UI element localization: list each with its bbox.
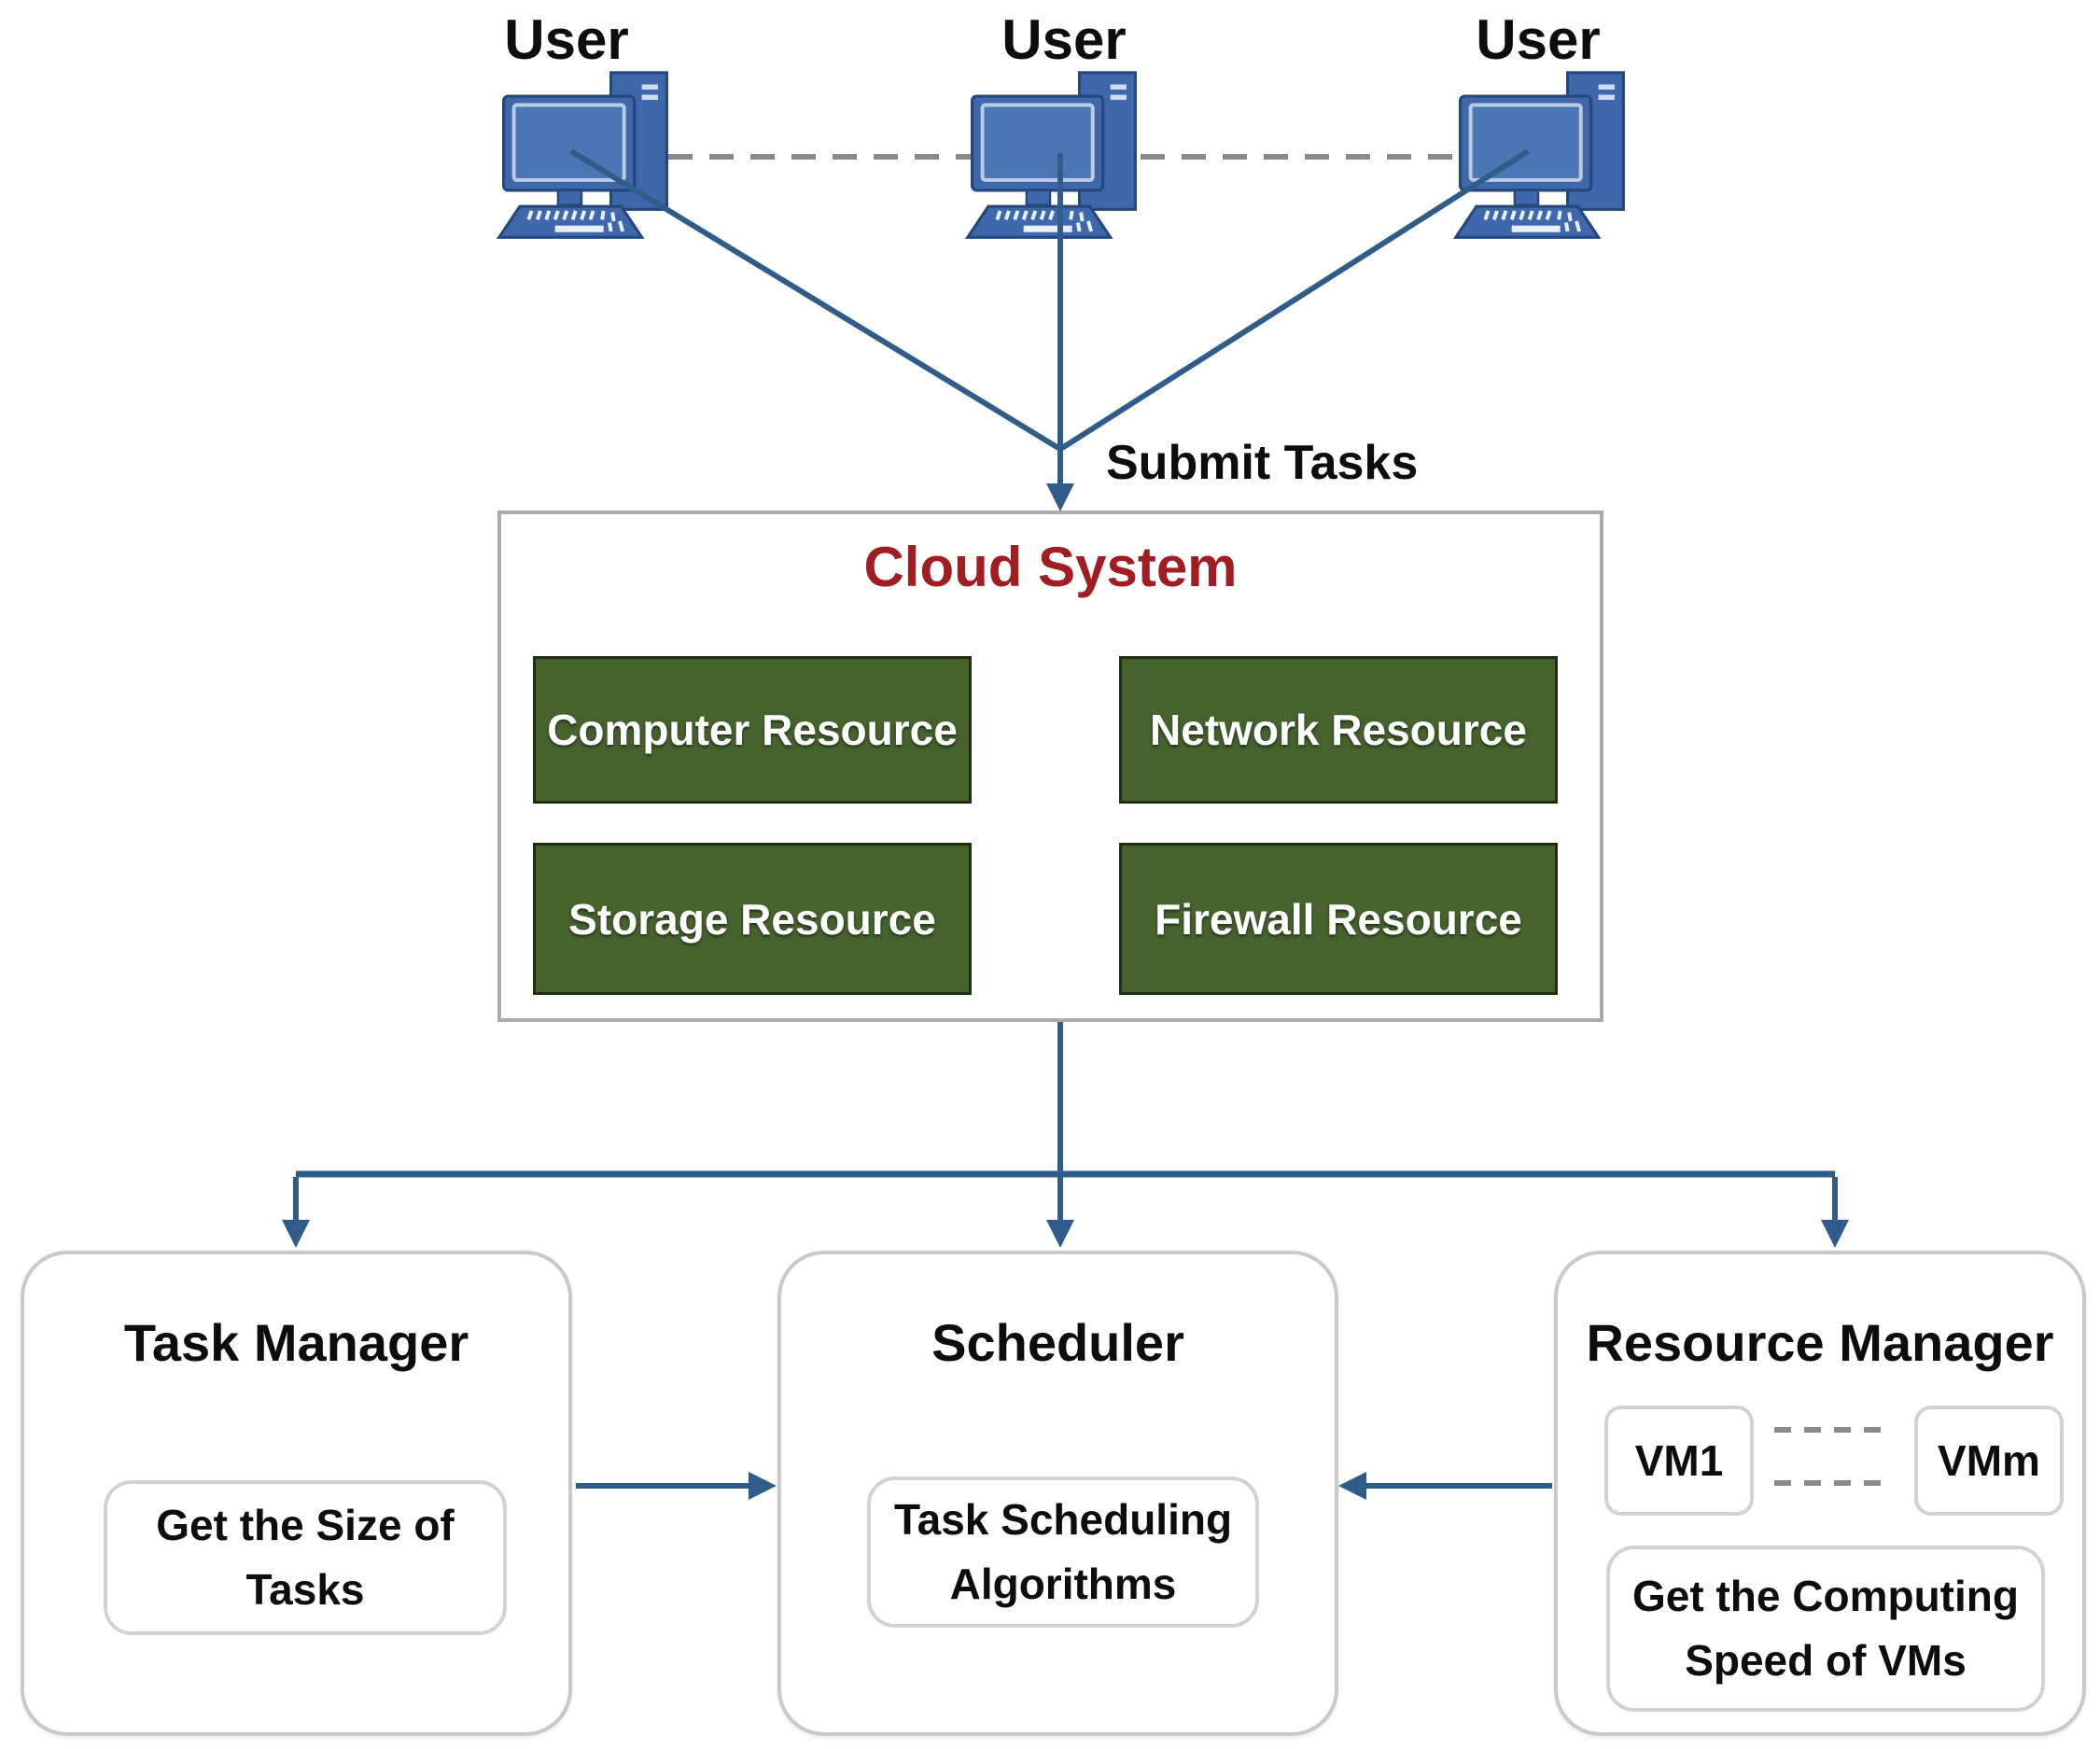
firewall-resource-box: Firewall Resource bbox=[1119, 843, 1558, 995]
scheduler-box: Scheduler Task Scheduling Algorithms bbox=[777, 1251, 1338, 1736]
network-resource-box: Network Resource bbox=[1119, 656, 1558, 804]
computer-icon-2 bbox=[963, 65, 1155, 242]
submit-tasks-label: Submit Tasks bbox=[1106, 436, 1419, 490]
scheduler-title: Scheduler bbox=[931, 1313, 1184, 1372]
scheduling-line-2: Algorithms bbox=[949, 1560, 1177, 1608]
task-scheduling-algorithms-box: Task Scheduling Algorithms bbox=[867, 1476, 1259, 1628]
vm-ellipsis-dashes-top bbox=[1774, 1427, 1894, 1433]
vmm-box: VMm bbox=[1914, 1406, 2064, 1516]
computer-resource-box: Computer Resource bbox=[533, 656, 972, 804]
cloud-system-box: Cloud System Computer Resource Network R… bbox=[497, 511, 1603, 1022]
get-size-line-1: Get the Size of bbox=[156, 1501, 455, 1549]
scheduling-line-1: Task Scheduling bbox=[893, 1495, 1233, 1544]
vm1-box: VM1 bbox=[1604, 1406, 1754, 1516]
storage-resource-box: Storage Resource bbox=[533, 843, 972, 995]
resource-manager-box: Resource Manager VM1 VMm Get the Computi… bbox=[1554, 1251, 2086, 1736]
user-label-2: User bbox=[1001, 8, 1127, 71]
vm-ellipsis-dashes-bottom bbox=[1774, 1480, 1894, 1486]
get-computing-speed-box: Get the Computing Speed of VMs bbox=[1606, 1546, 2045, 1712]
user-label-3: User bbox=[1476, 8, 1601, 71]
user-label-1: User bbox=[504, 8, 629, 71]
resource-manager-title: Resource Manager bbox=[1586, 1313, 2054, 1372]
cloud-system-title: Cloud System bbox=[863, 536, 1238, 598]
get-size-of-tasks-box: Get the Size of Tasks bbox=[104, 1480, 507, 1635]
task-manager-title: Task Manager bbox=[123, 1313, 469, 1372]
computer-icon-1 bbox=[495, 65, 686, 242]
computer-icon-3 bbox=[1451, 65, 1643, 242]
get-size-line-2: Tasks bbox=[245, 1565, 365, 1614]
task-manager-box: Task Manager Get the Size of Tasks bbox=[21, 1251, 572, 1736]
computing-speed-line-1: Get the Computing bbox=[1632, 1572, 2019, 1620]
computing-speed-line-2: Speed of VMs bbox=[1685, 1636, 1967, 1685]
